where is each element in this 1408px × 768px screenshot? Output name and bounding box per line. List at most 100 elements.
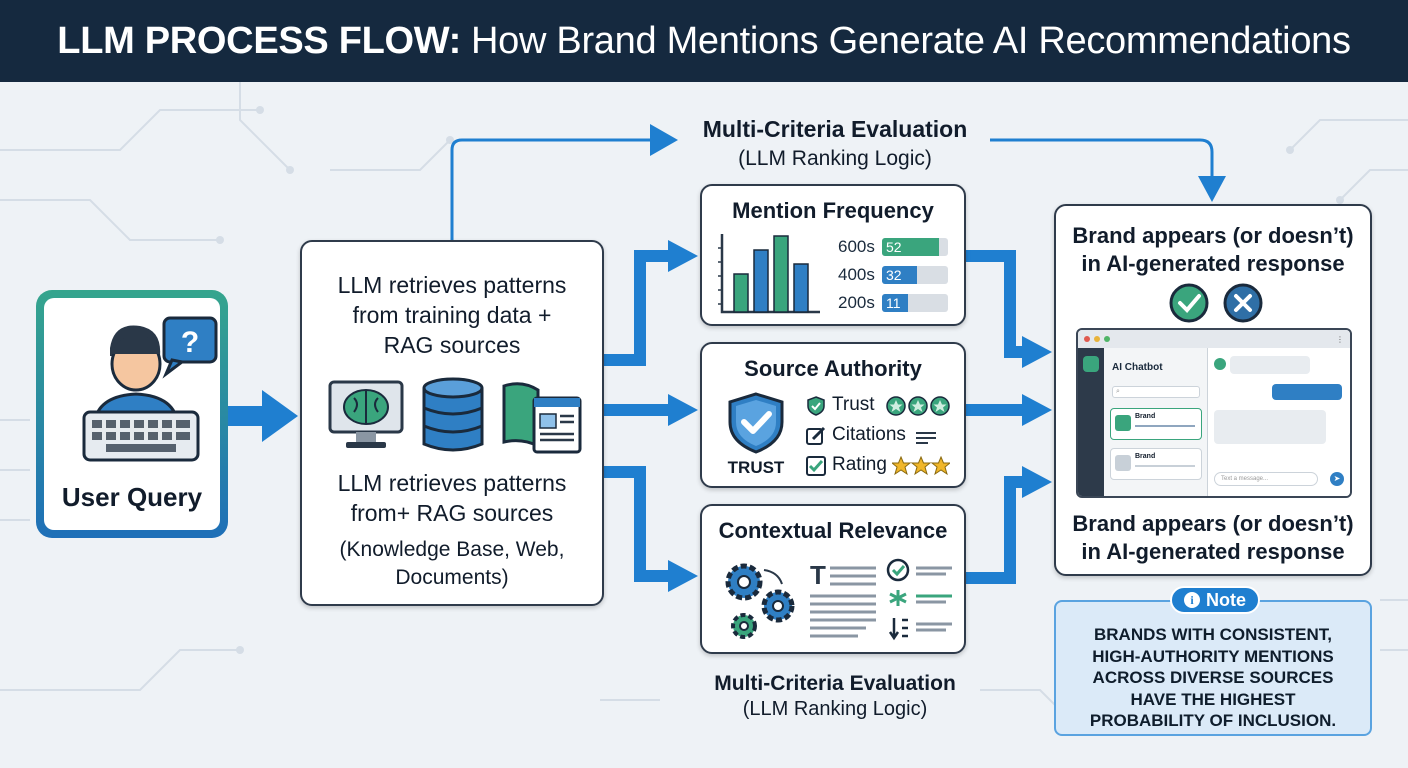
- chatbot-window: ⋮ AI Chatbot ⌕ Brand Brand Text a mes: [1076, 328, 1352, 498]
- retrieval-subtext: LLM retrieves patterns from+ RAG sources: [302, 468, 602, 528]
- retrieval-line-5: from+ RAG sources: [350, 500, 554, 526]
- frequency-bar-fill: 32: [882, 265, 918, 284]
- note-box: i Note BRANDS WITH CONSISTENT, HIGH-AUTH…: [1054, 586, 1372, 736]
- retrieval-line-1: LLM retrieves patterns: [337, 272, 567, 298]
- output-top-text: Brand appears (or doesn’t) in AI-generat…: [1056, 222, 1370, 278]
- user-at-computer-icon: ?: [82, 316, 218, 462]
- citations-label: Citations: [832, 424, 906, 445]
- rating-check-icon: [806, 456, 826, 476]
- user-query-label: User Query: [61, 482, 203, 512]
- retrieval-card: LLM retrieves patterns from training dat…: [300, 240, 604, 606]
- user-query-card: ? User Query: [36, 290, 228, 538]
- svg-text:?: ?: [181, 326, 199, 359]
- contextual-relevance-title: Contextual Relevance: [718, 518, 948, 543]
- note-line-2: HIGH-AUTHORITY MENTIONS: [1092, 646, 1334, 666]
- frequency-row-label: 400s: [838, 264, 875, 284]
- user-message: [1272, 384, 1342, 400]
- assistant-avatar-icon: [1214, 358, 1226, 370]
- frequency-row: 400s 32: [838, 264, 954, 285]
- frequency-bar-track: 11: [882, 293, 948, 312]
- message-input[interactable]: Text a message...: [1214, 472, 1318, 486]
- assistant-message-2: [1214, 410, 1326, 444]
- contextual-relevance-card: Contextual Relevance T: [700, 504, 966, 654]
- chatbot-logo-icon: [1083, 356, 1099, 372]
- evaluation-top-subtitle: (LLM Ranking Logic): [738, 147, 932, 170]
- rating-stars-icon: [892, 456, 950, 476]
- frequency-row-label: 200s: [838, 292, 875, 312]
- brain-computer-icon: [328, 380, 404, 448]
- evaluation-bottom-title: Multi-Criteria Evaluation: [714, 672, 956, 695]
- title-rest: How Brand Mentions Generate AI Recommend…: [471, 19, 1351, 62]
- checklist-icon: [886, 558, 952, 641]
- retrieval-line-2: from training data +: [352, 302, 552, 328]
- bar-chart-icon: [718, 234, 820, 314]
- brand-item-2-line: [1135, 465, 1195, 467]
- evaluation-top-label: Multi-Criteria Evaluation (LLM Ranking L…: [680, 116, 990, 171]
- note-text: BRANDS WITH CONSISTENT, HIGH-AUTHORITY M…: [1056, 624, 1370, 732]
- chatbot-brand-item-1[interactable]: Brand: [1110, 408, 1202, 440]
- frequency-bar-track: 32: [882, 265, 948, 284]
- note-line-5: PROBABILITY OF INCLUSION.: [1089, 711, 1337, 730]
- source-authority-card: Source Authority TRUST Trust Citations R…: [700, 342, 966, 488]
- trust-badges-icon: [886, 396, 950, 416]
- info-icon: i: [1184, 592, 1200, 608]
- brand-logo-icon: [1115, 455, 1131, 471]
- svg-text:T: T: [810, 560, 826, 590]
- retrieval-line-7: Documents): [395, 566, 509, 589]
- output-bottom-text: Brand appears (or doesn’t) in AI-generat…: [1056, 510, 1370, 566]
- mention-frequency-title: Mention Frequency: [732, 198, 934, 223]
- frequency-row: 600s 52: [838, 236, 954, 257]
- note-line-3: ACROSS DIVERSE SOURCES: [1092, 668, 1334, 687]
- brand-item-1-label: Brand: [1135, 413, 1156, 420]
- chatbot-rail: [1078, 348, 1104, 496]
- retrieval-line-4: LLM retrieves patterns: [337, 470, 567, 496]
- frequency-bar-fill: 11: [882, 293, 908, 312]
- minimize-dot-icon: [1094, 336, 1100, 342]
- chatbot-titlebar: ⋮: [1078, 330, 1350, 348]
- note-line-4: HAVE THE HIGHEST: [1130, 689, 1296, 709]
- note-label: Note: [1206, 589, 1246, 610]
- maximize-dot-icon: [1104, 336, 1110, 342]
- retrieval-heading: LLM retrieves patterns from training dat…: [302, 270, 602, 360]
- trust-check-icon: [807, 396, 825, 416]
- chatbot-messages: Text a message... ➤: [1208, 348, 1350, 496]
- mention-frequency-card: Mention Frequency 600s 52 400s 32 200s 11: [700, 184, 966, 326]
- text-document-icon: T: [810, 560, 876, 638]
- page-title: LLM PROCESS FLOW: How Brand Mentions Gen…: [0, 0, 1408, 82]
- frequency-bar-fill: 52: [882, 237, 940, 256]
- frequency-row: 200s 11: [838, 292, 954, 313]
- retrieval-line-6: (Knowledge Base, Web,: [339, 538, 565, 561]
- trust-badge-label: TRUST: [727, 458, 785, 477]
- arrow-top-loop: [450, 138, 1214, 240]
- evaluation-top-title: Multi-Criteria Evaluation: [702, 116, 968, 142]
- chatbot-title: AI Chatbot: [1112, 362, 1163, 373]
- chatbot-brand-item-2[interactable]: Brand: [1110, 448, 1202, 480]
- arrow-user-to-retrieval: [216, 390, 298, 442]
- brand-logo-icon: [1115, 415, 1131, 431]
- close-dot-icon: [1084, 336, 1090, 342]
- brand-item-2-label: Brand: [1135, 453, 1156, 460]
- mention-frequency-rows: 600s 52 400s 32 200s 11: [838, 236, 954, 320]
- rating-label: Rating: [832, 454, 887, 475]
- chatbot-search-input[interactable]: ⌕: [1112, 386, 1200, 398]
- citations-edit-icon: [806, 426, 826, 445]
- frequency-row-label: 600s: [838, 236, 875, 256]
- retrieval-sources: (Knowledge Base, Web, Documents): [302, 536, 602, 592]
- trust-label: Trust: [832, 394, 875, 415]
- output-bottom-line-1: Brand appears (or doesn’t): [1072, 511, 1354, 536]
- source-authority-title: Source Authority: [744, 356, 922, 381]
- database-icon: [422, 377, 484, 452]
- send-icon[interactable]: ➤: [1330, 472, 1344, 486]
- retrieval-line-3: RAG sources: [383, 332, 521, 358]
- gears-icon: [725, 563, 795, 639]
- output-card: Brand appears (or doesn’t) in AI-generat…: [1054, 204, 1372, 576]
- documents-icon: [502, 382, 582, 454]
- x-circle-icon: [1223, 283, 1263, 323]
- output-top-line-2: in AI-generated response: [1081, 251, 1345, 276]
- output-top-line-1: Brand appears (or doesn’t): [1072, 223, 1354, 248]
- note-badge: i Note: [1170, 586, 1260, 614]
- assistant-message-1: [1230, 356, 1310, 374]
- menu-icon[interactable]: ⋮: [1336, 334, 1344, 344]
